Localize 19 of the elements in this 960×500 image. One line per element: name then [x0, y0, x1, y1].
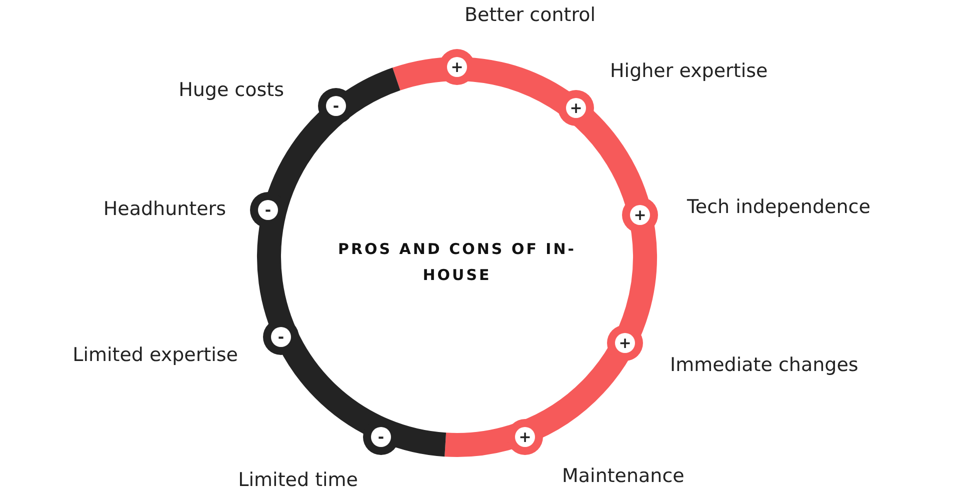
item-label: Limited expertise — [72, 344, 238, 366]
sign-symbol: - — [326, 96, 346, 116]
sign-symbol: + — [515, 427, 535, 447]
item-label: Immediate changes — [670, 354, 858, 376]
item-label: Tech independence — [687, 196, 870, 218]
item-label: Headhunters — [103, 198, 226, 220]
item-label: Limited time — [238, 469, 358, 491]
sign-symbol: + — [615, 333, 635, 353]
sign-symbol: + — [566, 98, 586, 118]
center-title: PROS AND CONS OF IN-HOUSE — [336, 239, 578, 286]
item-label: Better control — [464, 4, 596, 26]
sign-symbol: - — [258, 200, 278, 220]
sign-symbol: - — [371, 427, 391, 447]
item-label: Huge costs — [178, 79, 284, 101]
sign-symbol: + — [630, 205, 650, 225]
sign-symbol: + — [447, 57, 467, 77]
item-label: Higher expertise — [610, 60, 768, 82]
item-label: Maintenance — [562, 465, 684, 487]
sign-symbol: - — [271, 327, 291, 347]
